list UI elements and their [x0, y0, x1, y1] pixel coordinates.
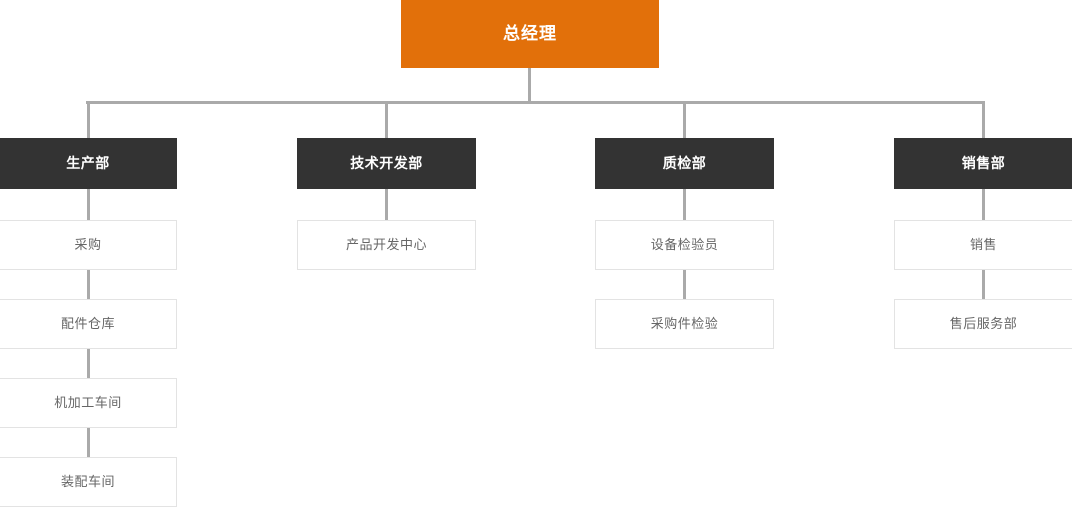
node-child-1-4[interactable]: 装配车间 — [0, 457, 177, 507]
connector-root-stem — [527, 68, 531, 104]
node-child-1-3[interactable]: 机加工车间 — [0, 378, 177, 428]
connector-child-4-2 — [981, 270, 985, 299]
node-child-1-1[interactable]: 采购 — [0, 220, 177, 270]
node-child-2-1[interactable]: 产品开发中心 — [297, 220, 476, 270]
node-department-3[interactable]: 质检部 — [595, 138, 774, 189]
node-child-3-2-label: 采购件检验 — [650, 316, 719, 332]
node-child-1-4-label: 装配车间 — [60, 474, 115, 490]
connector-bus — [86, 101, 983, 104]
node-department-2-label: 技术开发部 — [350, 155, 423, 172]
node-department-2[interactable]: 技术开发部 — [297, 138, 476, 189]
node-child-3-1-label: 设备检验员 — [650, 237, 719, 253]
node-child-2-1-label: 产品开发中心 — [345, 237, 427, 253]
connector-child-2-1 — [384, 189, 388, 220]
connector-bus-drop-2 — [384, 101, 388, 138]
connector-child-1-1 — [86, 189, 90, 220]
node-child-3-2[interactable]: 采购件检验 — [595, 299, 774, 349]
node-child-1-2-label: 配件仓库 — [60, 316, 115, 332]
connector-bus-drop-1 — [86, 101, 90, 138]
node-child-4-1[interactable]: 销售 — [894, 220, 1072, 270]
connector-child-3-1 — [682, 189, 686, 220]
node-department-4[interactable]: 销售部 — [894, 138, 1072, 189]
node-child-1-3-label: 机加工车间 — [54, 395, 122, 411]
node-department-4-label: 销售部 — [961, 155, 1006, 172]
connector-child-1-4 — [86, 428, 90, 457]
connector-child-1-3 — [86, 349, 90, 378]
node-department-1[interactable]: 生产部 — [0, 138, 177, 189]
connector-child-3-2 — [682, 270, 686, 299]
node-child-3-1[interactable]: 设备检验员 — [595, 220, 774, 270]
node-department-3-label: 质检部 — [662, 155, 707, 172]
node-child-4-2-label: 售后服务部 — [949, 316, 1018, 332]
connector-bus-drop-4 — [981, 101, 985, 138]
connector-bus-drop-3 — [682, 101, 686, 138]
node-department-1-label: 生产部 — [66, 155, 110, 172]
node-child-4-2[interactable]: 售后服务部 — [894, 299, 1072, 349]
connector-child-1-2 — [86, 270, 90, 299]
connector-child-4-1 — [981, 189, 985, 220]
node-root-general-manager[interactable]: 总经理 — [401, 0, 659, 68]
node-child-1-2[interactable]: 配件仓库 — [0, 299, 177, 349]
node-root-general-manager-label: 总经理 — [503, 23, 557, 43]
node-child-4-1-label: 销售 — [969, 237, 997, 253]
node-child-1-1-label: 采购 — [74, 237, 102, 253]
